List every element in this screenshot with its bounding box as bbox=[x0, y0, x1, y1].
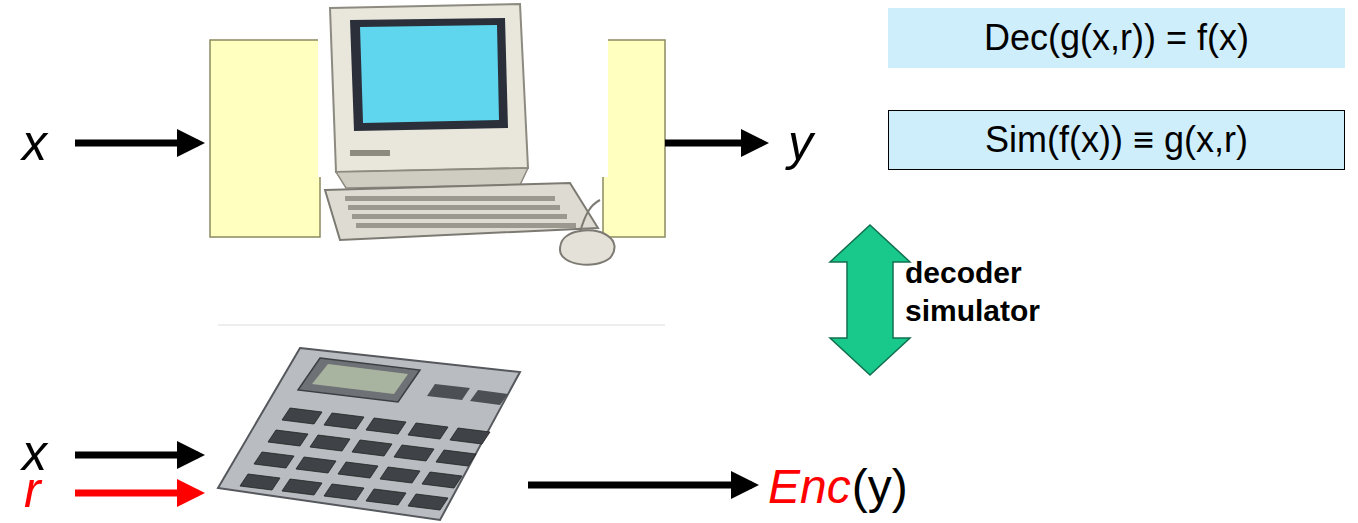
input-arrow bbox=[75, 140, 198, 147]
decoder-label: decoder bbox=[905, 258, 1022, 288]
formula-text: Sim(f(x)) ≡ g(x,r) bbox=[985, 120, 1248, 160]
calculator-picture bbox=[218, 348, 520, 520]
output-label: y bbox=[788, 118, 813, 168]
output-arrow bbox=[665, 140, 762, 147]
double-arrow bbox=[830, 225, 910, 375]
encoding-label: (y) bbox=[852, 463, 908, 511]
formula-text: Dec(g(x,r)) = f(x) bbox=[984, 18, 1249, 58]
yellow-box bbox=[603, 40, 665, 237]
formula-box: Dec(g(x,r)) = f(x) bbox=[888, 8, 1345, 68]
computer-picture bbox=[318, 2, 615, 265]
random-label: r bbox=[24, 465, 41, 515]
encoding-label: Enc bbox=[768, 463, 851, 511]
yellow-box bbox=[210, 40, 320, 237]
formula-box: Sim(f(x)) ≡ g(x,r) bbox=[888, 110, 1345, 170]
input-label: x bbox=[22, 118, 47, 168]
divider bbox=[218, 325, 665, 326]
simulator-label: simulator bbox=[905, 296, 1040, 326]
random-arrow bbox=[75, 490, 198, 497]
input-arrow bbox=[75, 452, 198, 459]
output-arrow bbox=[528, 482, 752, 489]
